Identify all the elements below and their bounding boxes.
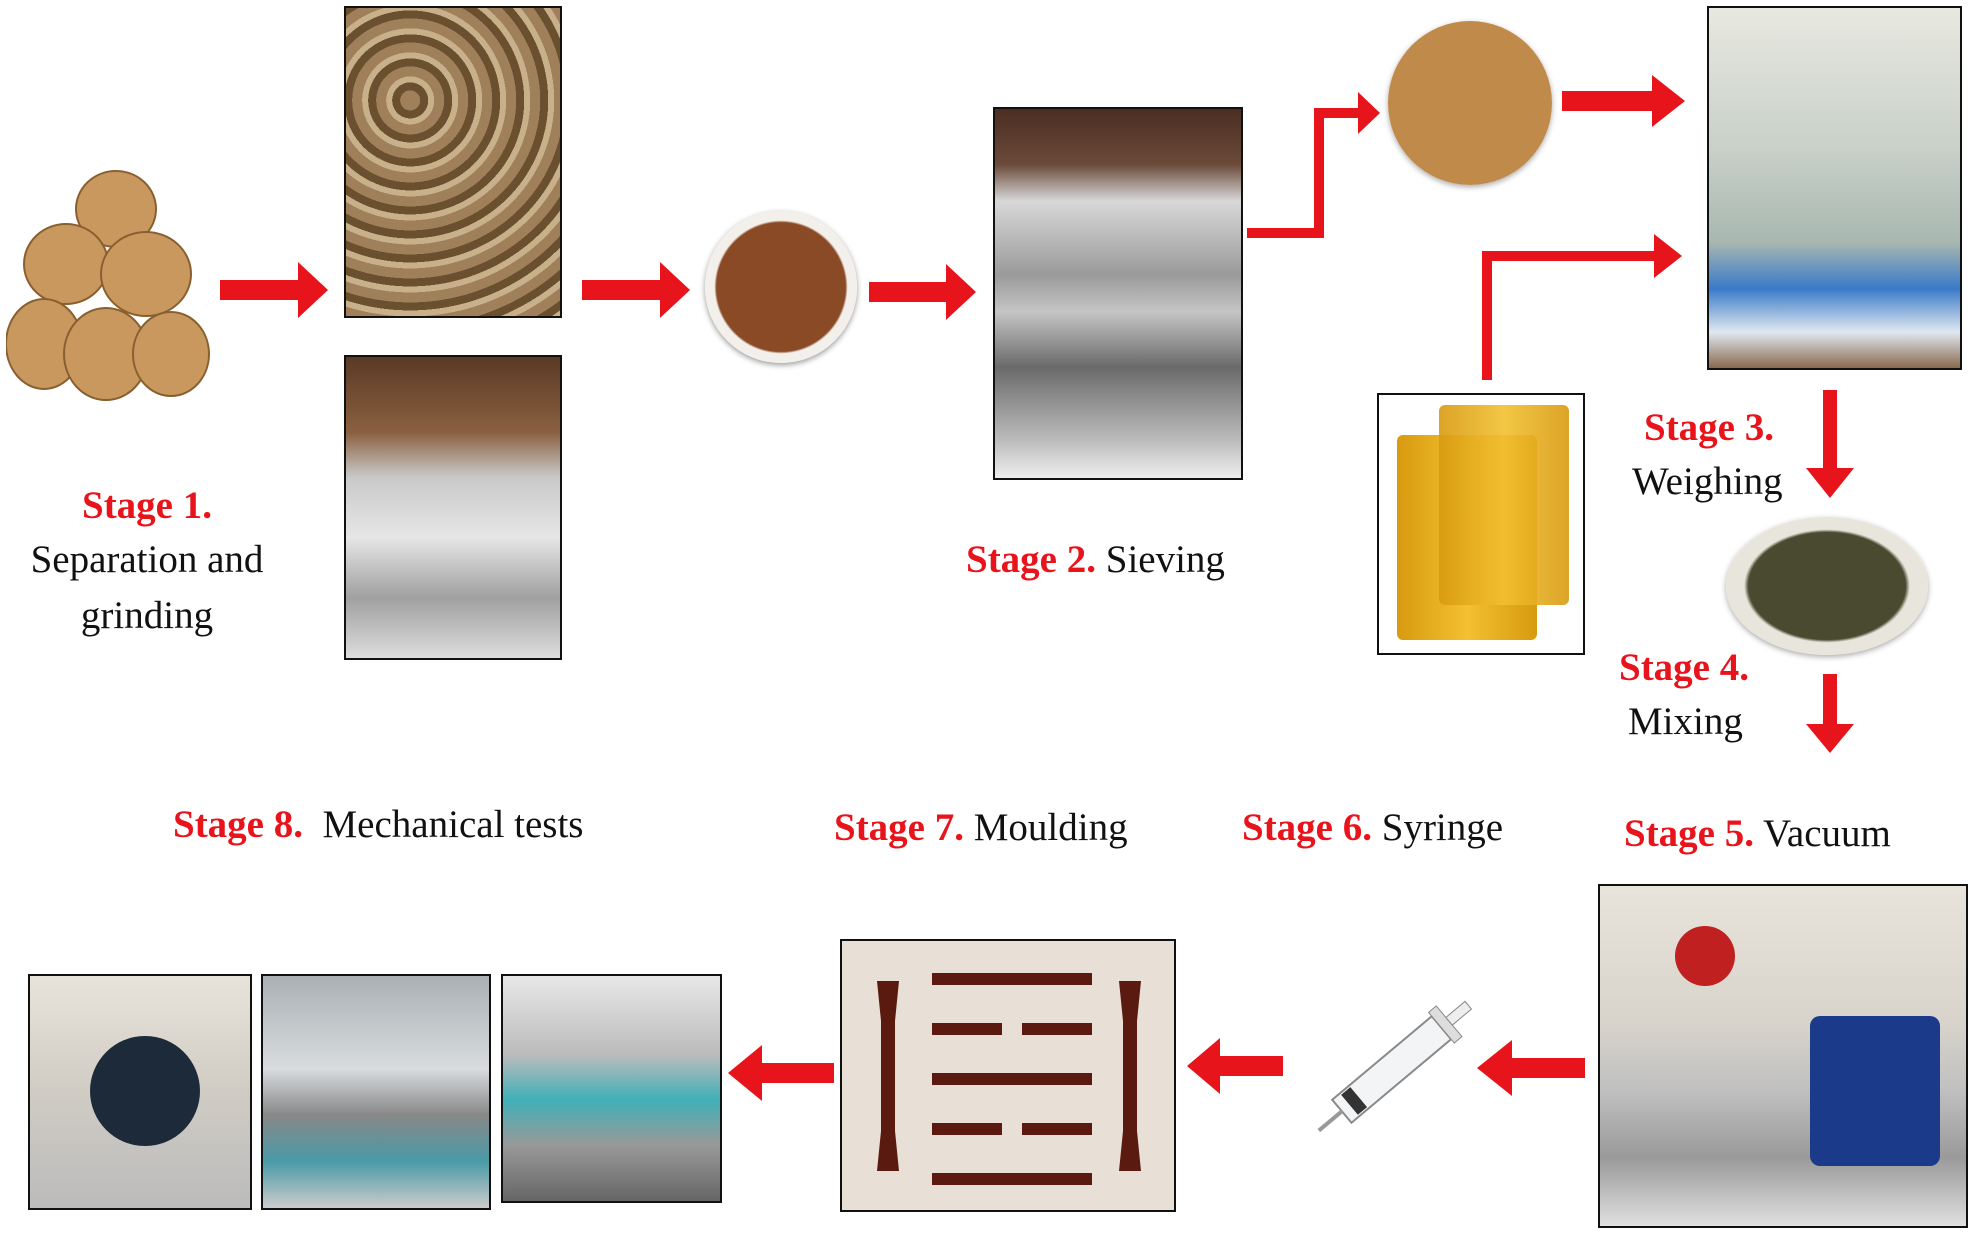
stage-6-desc: Syringe (1381, 806, 1504, 849)
stage-4-title: Stage 4. (1619, 646, 1749, 689)
analytical-balance-photo (1707, 6, 1962, 370)
sieved-powder-bowl (1388, 21, 1552, 185)
arrow-left-2 (1187, 1038, 1283, 1094)
arrow-down-2 (1806, 674, 1854, 753)
stage-3-title: Stage 3. (1644, 406, 1774, 449)
silicone-mould-photo (840, 939, 1176, 1212)
stage-2-desc: Sieving (1105, 538, 1225, 581)
stage-5-label: Stage 5. Vacuum (1624, 814, 1891, 853)
arrow-elbow-sieve-to-powder (1247, 92, 1380, 238)
vacuum-chamber-photo (1598, 884, 1968, 1228)
tensile-test-photo (261, 974, 491, 1210)
grinder-photo (344, 355, 562, 660)
stage-2-title: Stage 2. (966, 538, 1096, 581)
stage-7-desc: Moulding (973, 806, 1128, 849)
arrow-down-1 (1806, 390, 1854, 498)
flexural-test-photo (501, 974, 722, 1203)
stage-1-desc-line1: Separation and (30, 538, 264, 581)
syringe-image (1295, 970, 1500, 1160)
stage-8-desc: Mechanical tests (322, 803, 584, 846)
stage-1-desc-line2: grinding (80, 594, 214, 637)
sieve-shaker-photo (993, 107, 1243, 480)
arrow-right-1 (220, 262, 328, 318)
stage-4-desc: Mixing (1628, 700, 1743, 743)
stage-6-label: Stage 6. Syringe (1242, 808, 1503, 847)
arrow-right-to-balance (1562, 75, 1685, 127)
stage-6-title: Stage 6. (1242, 806, 1372, 849)
stage-8-title: Stage 8. (173, 803, 303, 846)
stage-1-title: Stage 1. (82, 484, 212, 527)
impact-test-photo (28, 974, 252, 1210)
stage-5-title: Stage 5. (1624, 812, 1754, 855)
epoxy-resin-cans-photo (1377, 393, 1585, 655)
arrow-right-2 (582, 262, 690, 318)
stage-7-title: Stage 7. (834, 806, 964, 849)
stage-2-label: Stage 2. Sieving (966, 540, 1225, 579)
walnut-shells-photo (344, 6, 562, 318)
mixing-bowl (1726, 517, 1928, 655)
walnuts-image (5, 164, 214, 410)
arrow-left-3 (728, 1045, 834, 1101)
ground-powder-bowl (705, 211, 857, 363)
stage-8-label: Stage 8. Mechanical tests (173, 805, 583, 844)
stage-7-label: Stage 7. Moulding (834, 808, 1128, 847)
stage-3-desc: Weighing (1632, 460, 1783, 503)
arrow-left-1 (1477, 1040, 1585, 1096)
arrow-right-3 (869, 264, 976, 320)
stage-5-desc: Vacuum (1763, 812, 1891, 855)
arrow-elbow-resin-to-balance (1482, 234, 1682, 380)
